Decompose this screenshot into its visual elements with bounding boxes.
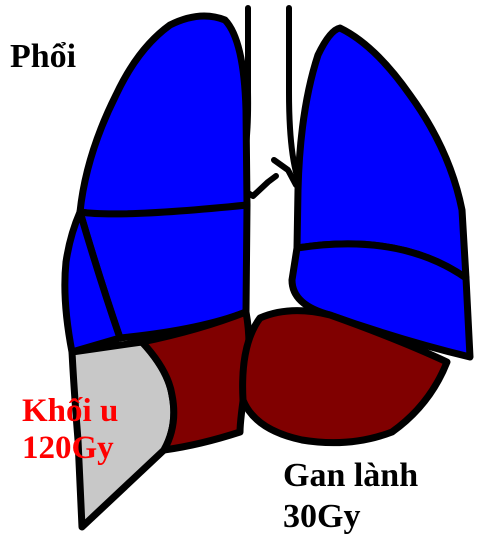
right-lung-upper-lobe: [297, 28, 466, 278]
healthy-liver-dose-label: Gan lành 30Gy: [283, 456, 418, 534]
lung-label: Phổi: [10, 40, 76, 74]
left-lung-upper-lobe: [80, 16, 247, 220]
healthy-liver-label-dose: 30Gy: [283, 497, 418, 534]
tumor-dose-label: Khối u 120Gy: [22, 393, 118, 467]
tumor-label-name: Khối u: [22, 393, 118, 430]
tumor-label-dose: 120Gy: [22, 430, 118, 467]
healthy-liver-label-name: Gan lành: [283, 456, 418, 497]
